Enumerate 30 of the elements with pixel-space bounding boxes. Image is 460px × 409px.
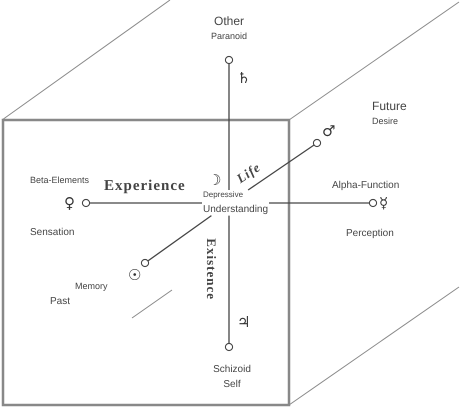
axis-line xyxy=(248,138,322,191)
planet-symbol: ♃ xyxy=(237,315,250,330)
node-label: Self xyxy=(223,379,241,390)
node-label: Understanding xyxy=(203,204,268,215)
node-label: Perception xyxy=(346,228,394,239)
node-heading: Beta-Elements xyxy=(30,176,90,186)
axis-label: Life xyxy=(234,160,264,186)
node-heading: Memory xyxy=(75,282,108,292)
node-heading: Alpha-Function xyxy=(332,180,400,191)
node-label: Past xyxy=(50,296,70,307)
planet-symbol: ☿ xyxy=(379,196,388,211)
node-label: Desire xyxy=(372,117,398,128)
axis-label: Experience xyxy=(104,178,186,194)
planet-symbol: ♀ xyxy=(64,196,75,211)
planet-symbol: ☉ xyxy=(128,268,142,283)
planet-symbol: ♄ xyxy=(237,71,250,86)
axis-line xyxy=(82,198,202,208)
node-heading: Schizoid xyxy=(213,364,251,375)
planet-symbol: ♂ xyxy=(322,124,336,139)
axis-line xyxy=(269,198,378,208)
axis-label: Existence xyxy=(204,238,218,300)
node-label: Sensation xyxy=(30,226,74,238)
node-heading: Future xyxy=(372,100,407,114)
node-heading: Depressive xyxy=(203,191,244,200)
node-label: Paranoid xyxy=(210,32,248,42)
axis-line xyxy=(140,215,212,268)
axis-line xyxy=(224,216,234,352)
planet-symbol: ☽ xyxy=(208,173,222,188)
node-heading: Other xyxy=(214,15,244,28)
axis-line xyxy=(224,56,234,190)
